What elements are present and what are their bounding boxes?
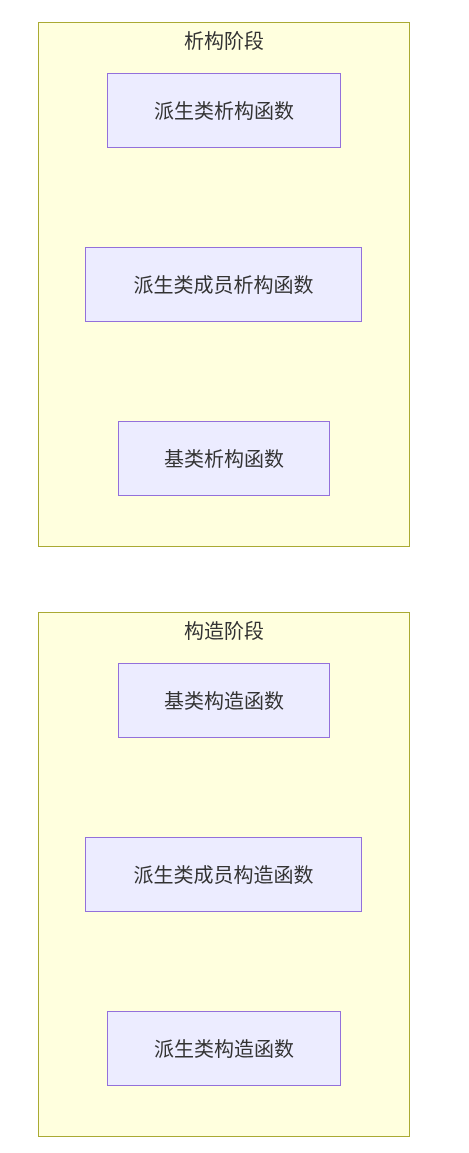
node-base-destructor: 基类析构函数 <box>118 421 330 496</box>
node-label: 派生类成员构造函数 <box>133 862 314 887</box>
node-label: 基类析构函数 <box>164 446 284 471</box>
cluster-title: 构造阶段 <box>184 619 264 643</box>
node-label: 派生类成员析构函数 <box>133 272 314 297</box>
node-derived-destructor: 派生类析构函数 <box>107 73 341 148</box>
node-derived-constructor: 派生类构造函数 <box>107 1011 341 1086</box>
node-label: 派生类析构函数 <box>154 98 294 123</box>
node-base-constructor: 基类构造函数 <box>118 663 330 738</box>
node-label: 派生类构造函数 <box>154 1036 294 1061</box>
cluster-title: 析构阶段 <box>184 29 264 53</box>
node-label: 基类构造函数 <box>164 688 284 713</box>
node-member-constructor: 派生类成员构造函数 <box>85 837 362 912</box>
node-member-destructor: 派生类成员析构函数 <box>85 247 362 322</box>
